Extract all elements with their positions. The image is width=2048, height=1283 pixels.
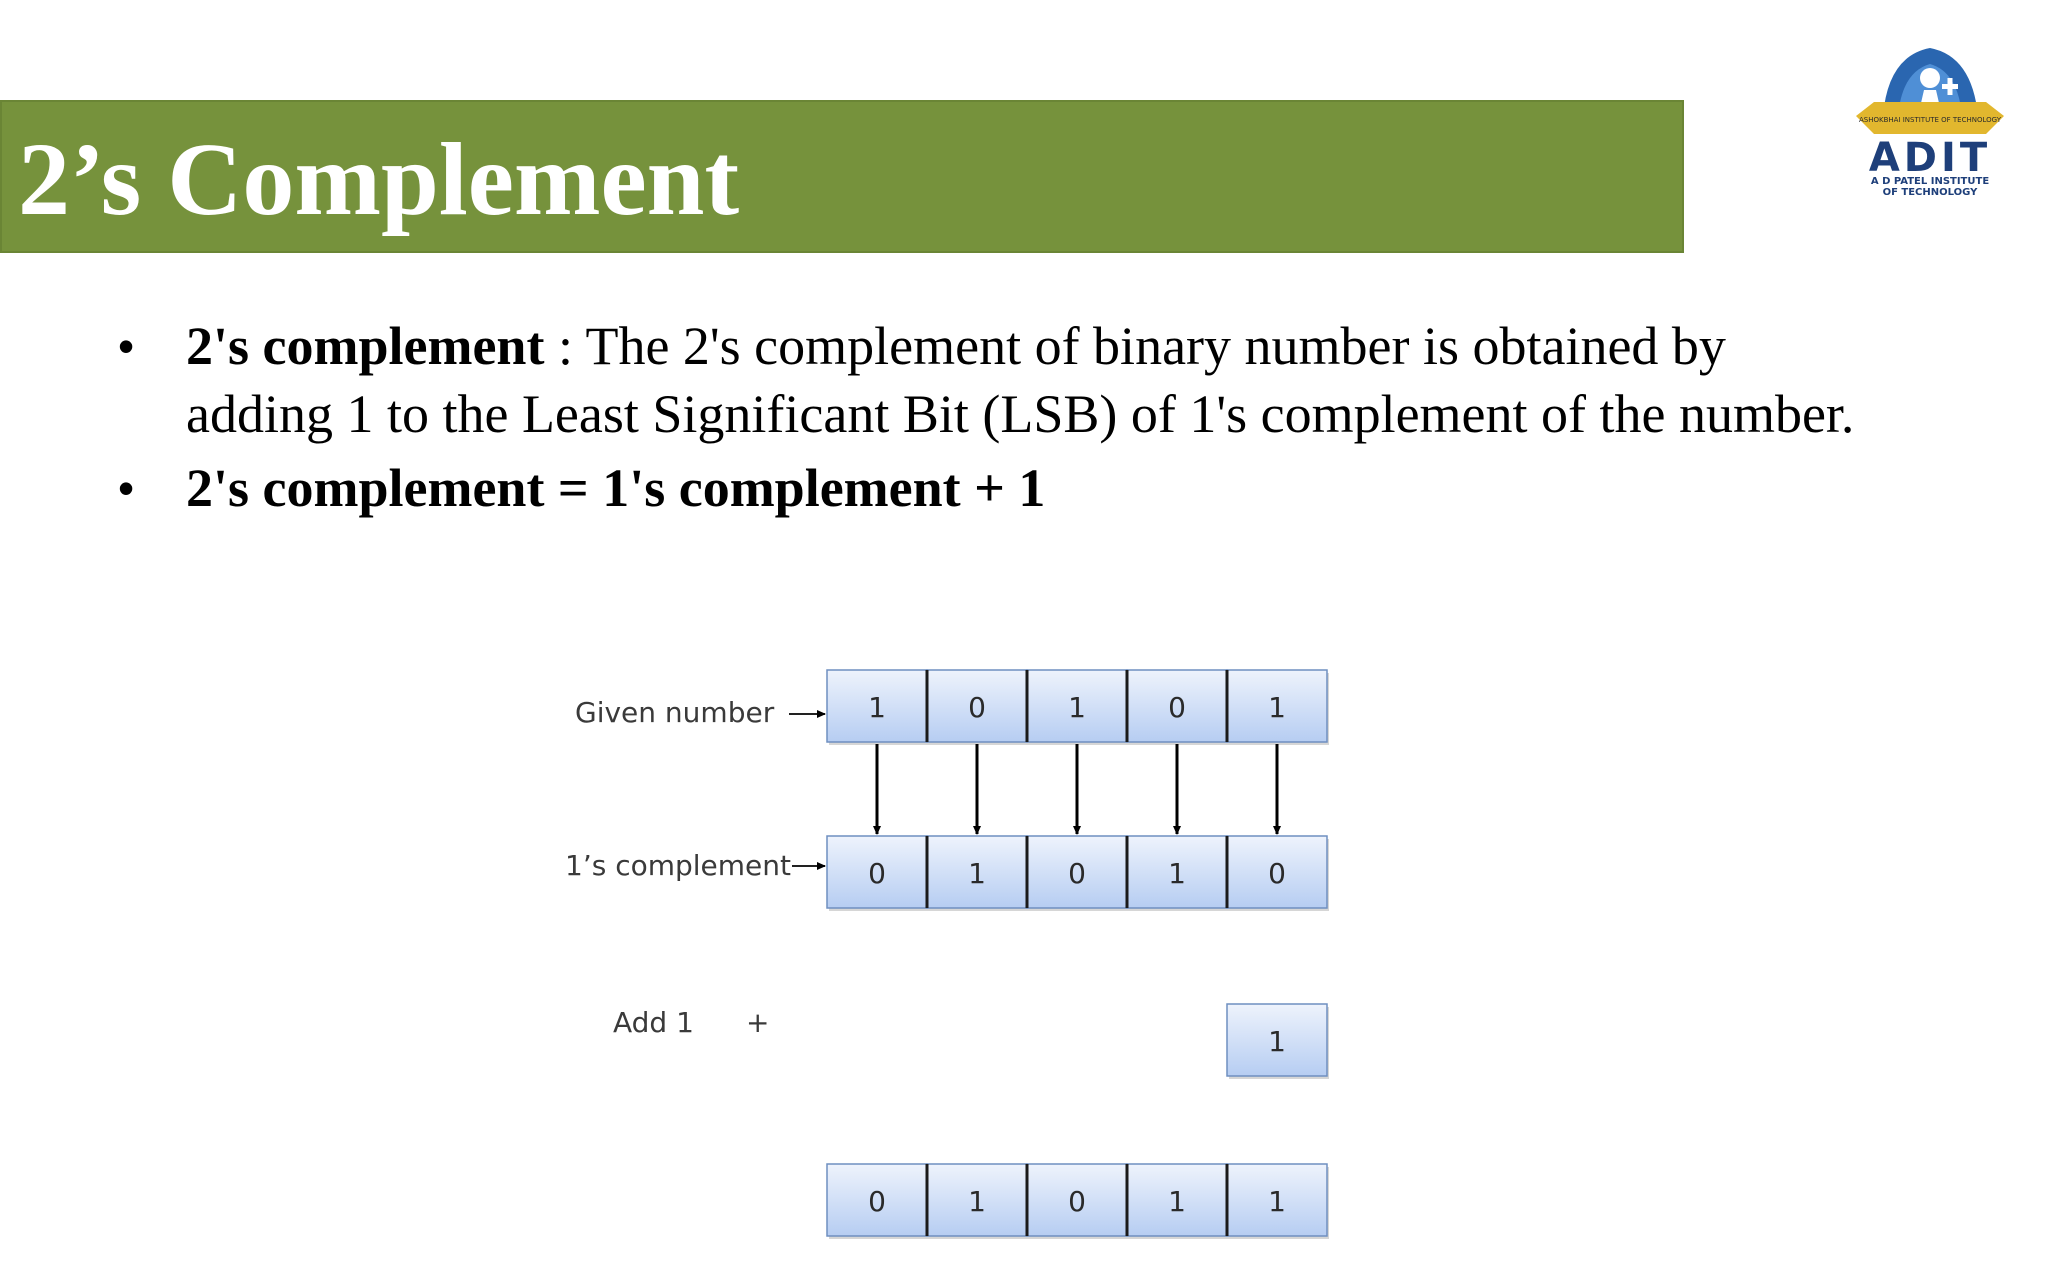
given-row-cell-4-value: 1 bbox=[1268, 691, 1286, 724]
ones-complement-row-cell-4-value: 0 bbox=[1268, 857, 1286, 890]
given-row-cell-0-value: 1 bbox=[868, 691, 886, 724]
slide-title: 2’s Complement bbox=[18, 122, 740, 237]
institute-crest-icon: ASHOKBHAI INSTITUTE OF TECHNOLOGY ADIT A… bbox=[1856, 48, 2004, 198]
bullet-list: • 2's complement : The 2's complement of… bbox=[118, 312, 1878, 528]
given-row-cell-3: 0 bbox=[1126, 669, 1229, 745]
diagram-svg: Given number 1’s complement Add 1 + 1 0 1 0… bbox=[565, 669, 1329, 1239]
result-row-cell-4-value: 1 bbox=[1268, 1185, 1286, 1218]
result-row-cell-0-value: 0 bbox=[868, 1185, 886, 1218]
given-row-cell-3-value: 0 bbox=[1168, 691, 1186, 724]
result-row-cell-3-value: 1 bbox=[1168, 1185, 1186, 1218]
bullet-item-formula: • 2's complement = 1's complement + 1 bbox=[118, 454, 1878, 522]
title-bar: 2’s Complement bbox=[0, 100, 1684, 253]
crest-figure-head bbox=[1920, 68, 1940, 88]
ones-complement-row-cell-1: 1 bbox=[926, 835, 1029, 911]
result-row-cell-1-value: 1 bbox=[968, 1185, 986, 1218]
crest-plus-v bbox=[1947, 78, 1953, 95]
result-row-cell-1: 1 bbox=[926, 1163, 1029, 1239]
bullet-definition-text: : The 2's complement of binary number is… bbox=[186, 316, 1855, 444]
ones-complement-row-cell-2: 0 bbox=[1026, 835, 1129, 911]
ones-complement-row-cell-2-value: 0 bbox=[1068, 857, 1086, 890]
given-row-cell-1: 0 bbox=[926, 669, 1029, 745]
add-one-label: Add 1 bbox=[613, 1006, 694, 1039]
logo-wordmark: ADIT bbox=[1869, 135, 1991, 181]
diagram-cells-layer: 1 0 1 0 1 0 1 0 1 0 0 1 0 1 1 1 bbox=[789, 669, 1329, 1239]
result-row-cell-2-value: 0 bbox=[1068, 1185, 1086, 1218]
bullet-marker: • bbox=[118, 462, 135, 514]
bullet-definition-term: 2's complement bbox=[186, 316, 545, 376]
bullet-item-definition: • 2's complement : The 2's complement of… bbox=[118, 312, 1878, 448]
ones-complement-label: 1’s complement bbox=[565, 849, 791, 882]
bullet-marker: • bbox=[118, 320, 135, 372]
add-one-cell-value: 1 bbox=[1268, 1025, 1286, 1058]
result-row-cell-0: 0 bbox=[826, 1163, 929, 1239]
institute-logo: ASHOKBHAI INSTITUTE OF TECHNOLOGY ADIT A… bbox=[1838, 38, 2018, 198]
given-row-cell-2-value: 1 bbox=[1068, 691, 1086, 724]
given-row-cell-2: 1 bbox=[1026, 669, 1129, 745]
given-row-cell-1-value: 0 bbox=[968, 691, 986, 724]
ones-complement-row-cell-4: 0 bbox=[1226, 835, 1329, 911]
result-row-cell-2: 0 bbox=[1026, 1163, 1129, 1239]
ones-complement-row-cell-0-value: 0 bbox=[868, 857, 886, 890]
bullet-formula-text: 2's complement = 1's complement + 1 bbox=[186, 458, 1046, 518]
logo-subtitle-line2: OF TECHNOLOGY bbox=[1883, 187, 1979, 198]
ones-complement-row-cell-3-value: 1 bbox=[1168, 857, 1186, 890]
given-row-cell-4: 1 bbox=[1226, 669, 1329, 745]
twos-complement-diagram: Given number 1’s complement Add 1 + 1 0 1 0… bbox=[540, 660, 1360, 1260]
crest-ribbon bbox=[1856, 102, 2004, 134]
logo-subtitle-line1: A D PATEL INSTITUTE bbox=[1871, 176, 1989, 187]
ones-complement-row-cell-3: 1 bbox=[1126, 835, 1229, 911]
result-row-cell-4: 1 bbox=[1226, 1163, 1329, 1239]
given-number-label: Given number bbox=[575, 696, 775, 729]
plus-sign: + bbox=[746, 1006, 769, 1039]
add-one-cell: 1 bbox=[1226, 1003, 1329, 1079]
ones-complement-row-cell-1-value: 1 bbox=[968, 857, 986, 890]
logo-ribbon-text: ASHOKBHAI INSTITUTE OF TECHNOLOGY bbox=[1859, 116, 2002, 124]
ones-complement-row-cell-0: 0 bbox=[826, 835, 929, 911]
result-row-cell-3: 1 bbox=[1126, 1163, 1229, 1239]
given-row-cell-0: 1 bbox=[826, 669, 929, 745]
